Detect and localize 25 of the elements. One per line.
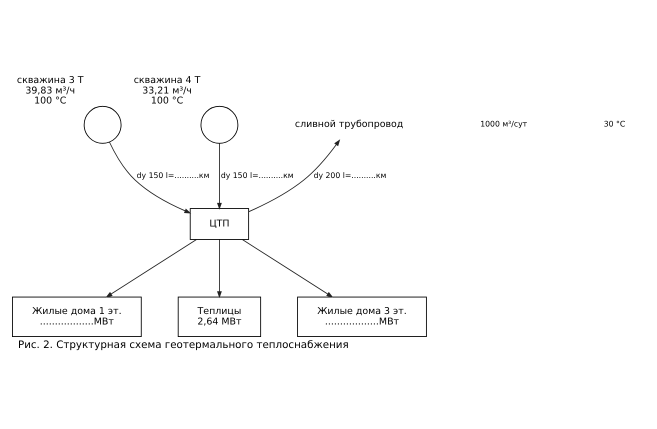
edge-label: dy 150 l=..........км xyxy=(136,170,210,180)
arrow xyxy=(106,238,197,298)
label: 1000 м³/сут xyxy=(480,119,528,128)
node-circle xyxy=(200,105,238,144)
node-text: сливной трубопровод xyxy=(294,118,404,130)
node-label: 39,83 м³/ч xyxy=(25,84,76,96)
node-label: скважина 3 Т xyxy=(16,74,84,86)
caption: Рис. 2. Структурная схема геотермального теплоснабжения xyxy=(18,338,349,351)
edge-label: dy 150 l=..........км xyxy=(220,170,294,180)
node-label: скважина 4 Т xyxy=(134,74,200,86)
node-label: 100 °С xyxy=(34,95,66,106)
node-label: 100 °С xyxy=(150,95,184,106)
node-box: Жилые дома 1 эт. ..................МВт xyxy=(12,296,142,336)
label: 30 °С xyxy=(604,119,626,128)
arrow xyxy=(248,138,340,212)
arrow xyxy=(242,238,334,298)
edge-label: dy 200 l=..........км xyxy=(314,170,386,180)
arrow xyxy=(217,142,222,210)
node-circle xyxy=(84,105,122,144)
arrow xyxy=(109,141,192,213)
node-label: 33,21 м³/ч xyxy=(142,84,192,96)
arrow xyxy=(217,238,222,298)
node-box: Жилые дома 3 эт. ..................МВт xyxy=(297,296,427,336)
node-box: Теплицы 2,64 МВт xyxy=(178,296,262,336)
node-box: ЦТП xyxy=(190,208,250,240)
